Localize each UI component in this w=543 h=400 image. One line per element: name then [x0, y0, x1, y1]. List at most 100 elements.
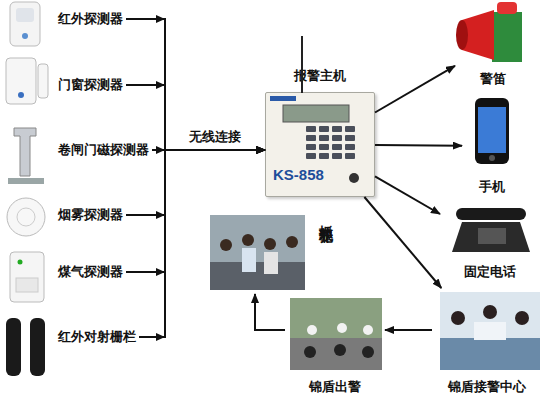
motorcycle-wheel: [304, 346, 316, 358]
shutter-base: [8, 178, 44, 184]
smoke-ring: [17, 208, 35, 226]
bus-arrow-head: [156, 211, 165, 219]
node-label: 锦盾接警中心: [432, 378, 542, 396]
landline-keys: [478, 228, 506, 244]
pir-led: [22, 33, 28, 39]
smoke-detector: [7, 198, 45, 236]
door-magnet: [38, 64, 48, 98]
pir-lens: [16, 8, 34, 22]
bus-arrow-head: [156, 146, 165, 154]
person-head: [220, 239, 232, 251]
siren-body: [492, 12, 522, 62]
connector: [126, 15, 265, 150]
bus-arrow-head: [156, 81, 165, 89]
rider-helmet: [337, 323, 347, 333]
connector: [255, 294, 285, 330]
connector: [139, 150, 265, 341]
connector-line: [375, 66, 455, 113]
node-label: 锦盾出警: [285, 378, 385, 396]
dispatch-node: 锦盾出警: [285, 296, 385, 396]
bus-arrow-head: [156, 15, 165, 23]
person-head: [242, 234, 254, 246]
connector-line: [364, 197, 441, 288]
detector-label: 烟雾探测器: [58, 204, 123, 226]
crowd: [210, 262, 305, 290]
connector: [364, 197, 441, 288]
landline-base: [452, 222, 530, 252]
phone-screen: [478, 107, 506, 153]
operator-head: [483, 305, 497, 319]
connector: [126, 81, 265, 150]
callcenter-photo: [440, 292, 540, 370]
connector: [126, 150, 265, 219]
detector-label: 红外探测器: [58, 8, 123, 30]
door-led: [18, 92, 24, 98]
police-uniform: [242, 248, 256, 272]
arrest-node: 抓获罪犯: [208, 212, 336, 294]
connector-line: [255, 294, 285, 330]
detector-label: 煤气探测器: [58, 261, 123, 283]
alarm-host-box: 报警主机KS-858: [265, 92, 375, 197]
edge-label: 无线连接: [189, 128, 241, 146]
mobile-node: 手机: [462, 96, 522, 196]
mobile-phone: [475, 98, 509, 164]
bus-arrow-head: [156, 333, 165, 341]
motorcycle-wheel: [334, 344, 346, 356]
connector-line: [126, 150, 265, 272]
pir-detector: [10, 2, 40, 46]
callcenter-desk: [440, 338, 540, 370]
connector: [152, 146, 265, 154]
node-label: 红外对射栅栏: [58, 326, 136, 348]
beam-post: [6, 318, 21, 376]
rider-helmet: [307, 325, 317, 335]
person-head: [286, 236, 298, 248]
connector-line: [126, 150, 265, 215]
connector-line: [375, 176, 440, 214]
gas-detector: [10, 252, 44, 302]
landline-node: 固定电话: [440, 205, 540, 281]
motorcycle-wheel: [362, 346, 374, 358]
detector-label: 卷闸门磁探测器: [58, 139, 149, 161]
connector: [375, 66, 455, 113]
door-sensor: [6, 58, 36, 104]
connector-line: [126, 19, 265, 150]
node-label: 卷闸门磁探测器: [58, 139, 149, 161]
landline-handset: [456, 208, 526, 220]
model-number: KS-858: [273, 166, 324, 184]
connector-line: [375, 144, 462, 147]
node-label: 门窗探测器: [58, 74, 123, 96]
gas-grille: [16, 278, 38, 292]
node-label: 烟雾探测器: [58, 204, 123, 226]
gas-led: [18, 260, 23, 265]
connector: [375, 145, 462, 147]
callcenter-node: 锦盾接警中心: [432, 288, 542, 396]
detector-label: 门窗探测器: [58, 74, 123, 96]
arrest-photo: [210, 215, 305, 290]
road: [290, 338, 382, 370]
connector-line: [139, 150, 265, 337]
rider-helmet: [363, 325, 373, 335]
node-label: 手机: [462, 178, 522, 196]
dispatch-photo: [290, 298, 382, 370]
connector: [126, 150, 265, 276]
connector: [375, 176, 440, 214]
siren-mouth: [456, 20, 468, 50]
node-label: 警笛: [455, 70, 530, 88]
beam-post: [30, 318, 45, 376]
connector-line: [152, 149, 265, 151]
phone-button: [489, 155, 495, 161]
siren-lamp: [497, 2, 517, 14]
bus-arrow-head: [156, 268, 165, 276]
operator-head: [451, 311, 465, 325]
host-heading: 报警主机: [256, 67, 384, 85]
operator-head: [515, 311, 529, 325]
suspect-shirt: [264, 252, 278, 274]
connector: [385, 330, 432, 331]
connector-line: [126, 85, 265, 150]
siren-horn: [462, 10, 494, 60]
antenna: [301, 36, 303, 93]
monitor: [474, 322, 506, 340]
person-head: [264, 238, 276, 250]
node-label: 红外探测器: [58, 8, 123, 30]
